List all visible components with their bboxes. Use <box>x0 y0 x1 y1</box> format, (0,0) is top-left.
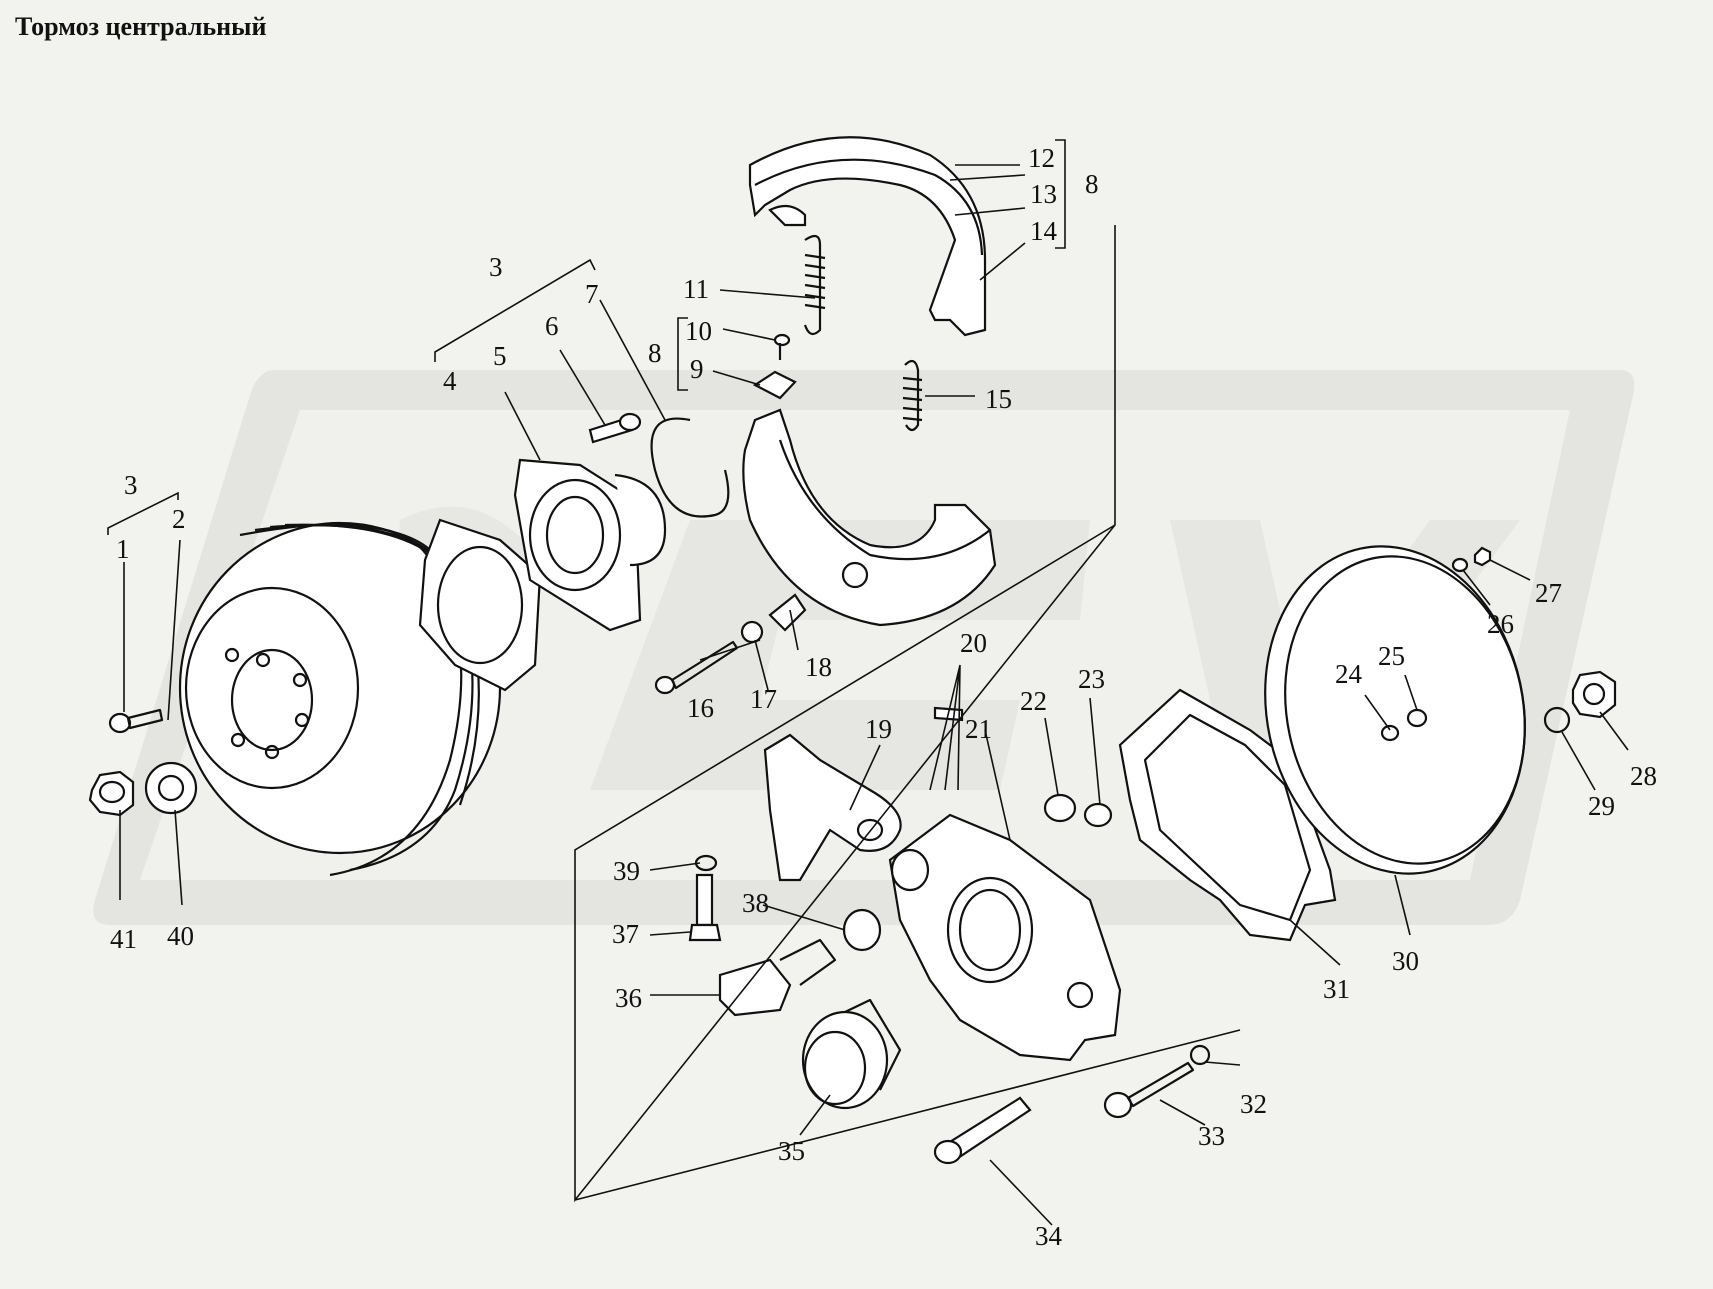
label-9: 9 <box>690 354 704 384</box>
label-30: 30 <box>1392 946 1419 976</box>
label-26: 26 <box>1487 609 1514 639</box>
spring-11 <box>803 234 826 336</box>
stud-34 <box>933 1096 1032 1165</box>
label-25: 25 <box>1378 641 1405 671</box>
label-12: 12 <box>1028 143 1055 173</box>
label-14: 14 <box>1030 216 1058 246</box>
bracket-3a <box>107 491 179 535</box>
label-1: 1 <box>116 534 130 564</box>
housing-21 <box>888 813 1122 1062</box>
callouts: 1 2 3 3 4 5 6 7 8 8 9 10 11 12 13 14 15 … <box>110 143 1657 1251</box>
label-39: 39 <box>613 856 640 886</box>
bushing-22 <box>1043 793 1077 823</box>
label-18: 18 <box>805 652 832 682</box>
bolt-25 <box>1406 708 1428 728</box>
retaining-ring-7 <box>650 417 730 518</box>
bracket-3b <box>434 258 596 362</box>
nut-41 <box>88 770 135 817</box>
label-24: 24 <box>1335 659 1363 689</box>
label-34: 34 <box>1035 1221 1063 1251</box>
washer-40 <box>144 761 198 815</box>
label-41: 41 <box>110 924 137 954</box>
label-3a: 3 <box>124 470 138 500</box>
bolt-37 <box>688 873 722 942</box>
screw-10 <box>773 333 791 360</box>
label-8a: 8 <box>1085 169 1099 199</box>
label-17: 17 <box>750 684 777 714</box>
group-frame-line <box>574 1029 1241 1201</box>
label-15: 15 <box>985 384 1012 414</box>
bracket-8a <box>1055 139 1066 249</box>
label-6: 6 <box>545 311 559 341</box>
label-35: 35 <box>778 1136 805 1166</box>
label-5: 5 <box>493 341 507 371</box>
plate-9 <box>752 370 797 400</box>
label-31: 31 <box>1323 974 1350 1004</box>
backing-plate-30 <box>1264 545 1526 875</box>
cam-36 <box>718 938 837 1017</box>
label-37: 37 <box>612 919 639 949</box>
label-32: 32 <box>1240 1089 1267 1119</box>
label-36: 36 <box>615 983 642 1013</box>
washer-29 <box>1543 706 1571 734</box>
bolt-33 <box>1103 1061 1195 1119</box>
label-7: 7 <box>585 279 599 309</box>
bolt-6 <box>588 412 642 444</box>
gasket-4 <box>418 518 542 692</box>
brake-shoe-lower <box>742 408 997 627</box>
label-40: 40 <box>167 921 194 951</box>
label-27: 27 <box>1535 578 1562 608</box>
lever-19 <box>763 733 902 882</box>
label-4: 4 <box>443 366 457 396</box>
label-19: 19 <box>865 714 892 744</box>
label-28: 28 <box>1630 761 1657 791</box>
gasket-31 <box>1118 688 1337 942</box>
label-3b: 3 <box>489 252 503 282</box>
leader-lines <box>119 164 1629 1226</box>
label-13: 13 <box>1030 179 1057 209</box>
bushing-38 <box>842 908 882 952</box>
label-11: 11 <box>683 274 709 304</box>
bolt-1 <box>108 708 164 734</box>
label-29: 29 <box>1588 791 1615 821</box>
brake-shoe-upper <box>748 136 987 337</box>
label-21: 21 <box>965 714 992 744</box>
seal-housing-5 <box>513 458 667 632</box>
label-16: 16 <box>687 693 714 723</box>
label-38: 38 <box>742 888 769 918</box>
washer-26 <box>1451 557 1469 573</box>
bearing-35 <box>801 998 902 1110</box>
label-33: 33 <box>1198 1121 1225 1151</box>
bushing-23 <box>1083 802 1113 828</box>
bushing-18 <box>768 593 807 632</box>
washer-32 <box>1189 1044 1211 1066</box>
spring-15 <box>902 359 923 432</box>
page-title: Тормоз центральный <box>15 12 267 41</box>
label-23: 23 <box>1078 664 1105 694</box>
label-20: 20 <box>960 628 987 658</box>
washer-17 <box>740 620 764 644</box>
label-2: 2 <box>172 504 186 534</box>
nut-24 <box>1380 724 1400 742</box>
label-10: 10 <box>685 316 712 346</box>
bracket-8b <box>677 317 688 391</box>
label-22: 22 <box>1020 686 1047 716</box>
nut-28 <box>1571 670 1617 719</box>
label-8b: 8 <box>648 338 662 368</box>
